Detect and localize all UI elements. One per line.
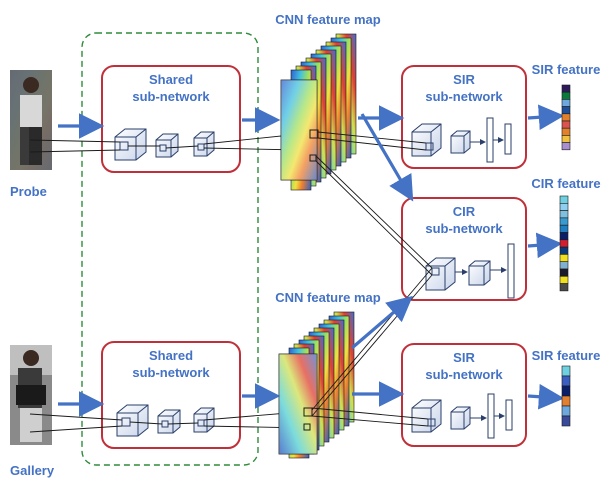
shared-top-layers	[114, 128, 215, 161]
sir-feature-vector-bottom	[561, 365, 571, 427]
feature-cell	[561, 84, 571, 93]
feature-cell	[559, 195, 569, 204]
cnn-map-bottom-label: CNN feature map	[275, 290, 381, 305]
cir-layers	[425, 243, 515, 299]
shared-bottom-title: Shared	[149, 348, 193, 363]
sir-top-title: SIR	[453, 72, 475, 87]
shared-bottom-subtitle: sub-network	[132, 365, 210, 380]
gallery-label: Gallery	[10, 463, 55, 478]
sir-bottom-title: SIR	[453, 350, 475, 365]
feature-cell	[559, 224, 569, 233]
cir-title: CIR	[453, 204, 476, 219]
sir-top-layers	[411, 117, 512, 163]
cnn-feature-map-top	[280, 33, 357, 191]
feature-cell	[561, 91, 571, 100]
feature-map-projection-lines	[311, 131, 433, 427]
sir-bottom-layers	[411, 393, 513, 439]
feature-cell	[561, 365, 571, 377]
feature-cell	[561, 375, 571, 387]
feature-cell	[559, 283, 569, 292]
shared-top-title: Shared	[149, 72, 193, 87]
feature-cell	[559, 232, 569, 241]
feature-cell	[561, 106, 571, 115]
feature-cell	[561, 415, 571, 427]
shared-weights-region	[81, 32, 259, 466]
sir-top-subtitle: sub-network	[425, 89, 503, 104]
feature-cell	[559, 268, 569, 277]
feature-cell	[559, 275, 569, 284]
cnn-map-top-label: CNN feature map	[275, 12, 381, 27]
flow-arrows	[58, 104, 565, 417]
feature-cell	[561, 395, 571, 407]
feature-cell	[559, 254, 569, 262]
feature-cell	[561, 99, 571, 107]
feature-cell	[559, 217, 569, 226]
sir-feature-vector-top	[561, 84, 571, 151]
feature-cell	[561, 142, 571, 151]
feature-cell	[559, 210, 569, 219]
feature-cell	[561, 120, 571, 129]
probe-image	[10, 70, 52, 170]
cir-feature-label: CIR feature	[531, 176, 600, 191]
sir-feature-bottom-label: SIR feature	[532, 348, 601, 363]
receptive-field-lines	[29, 132, 311, 433]
cnn-feature-map-bottom	[278, 311, 355, 459]
feature-cell	[559, 246, 569, 255]
cir-feature-vector	[559, 195, 569, 292]
cir-subtitle: sub-network	[425, 221, 503, 236]
sir-feature-top-label: SIR feature	[532, 62, 601, 77]
cir-subnetwork: CIR sub-network	[401, 197, 527, 301]
feature-cell	[561, 127, 571, 136]
feature-cell	[561, 405, 571, 417]
feature-cell	[559, 261, 569, 270]
feature-cell	[561, 135, 571, 143]
feature-cell	[559, 203, 569, 211]
feature-cell	[561, 113, 571, 122]
shared-top-subtitle: sub-network	[132, 89, 210, 104]
feature-cell	[559, 239, 569, 248]
feature-cell	[561, 385, 571, 397]
gallery-image	[10, 345, 52, 445]
probe-label: Probe	[10, 184, 47, 199]
shared-bottom-layers	[116, 404, 215, 437]
sir-bottom-subtitle: sub-network	[425, 367, 503, 382]
